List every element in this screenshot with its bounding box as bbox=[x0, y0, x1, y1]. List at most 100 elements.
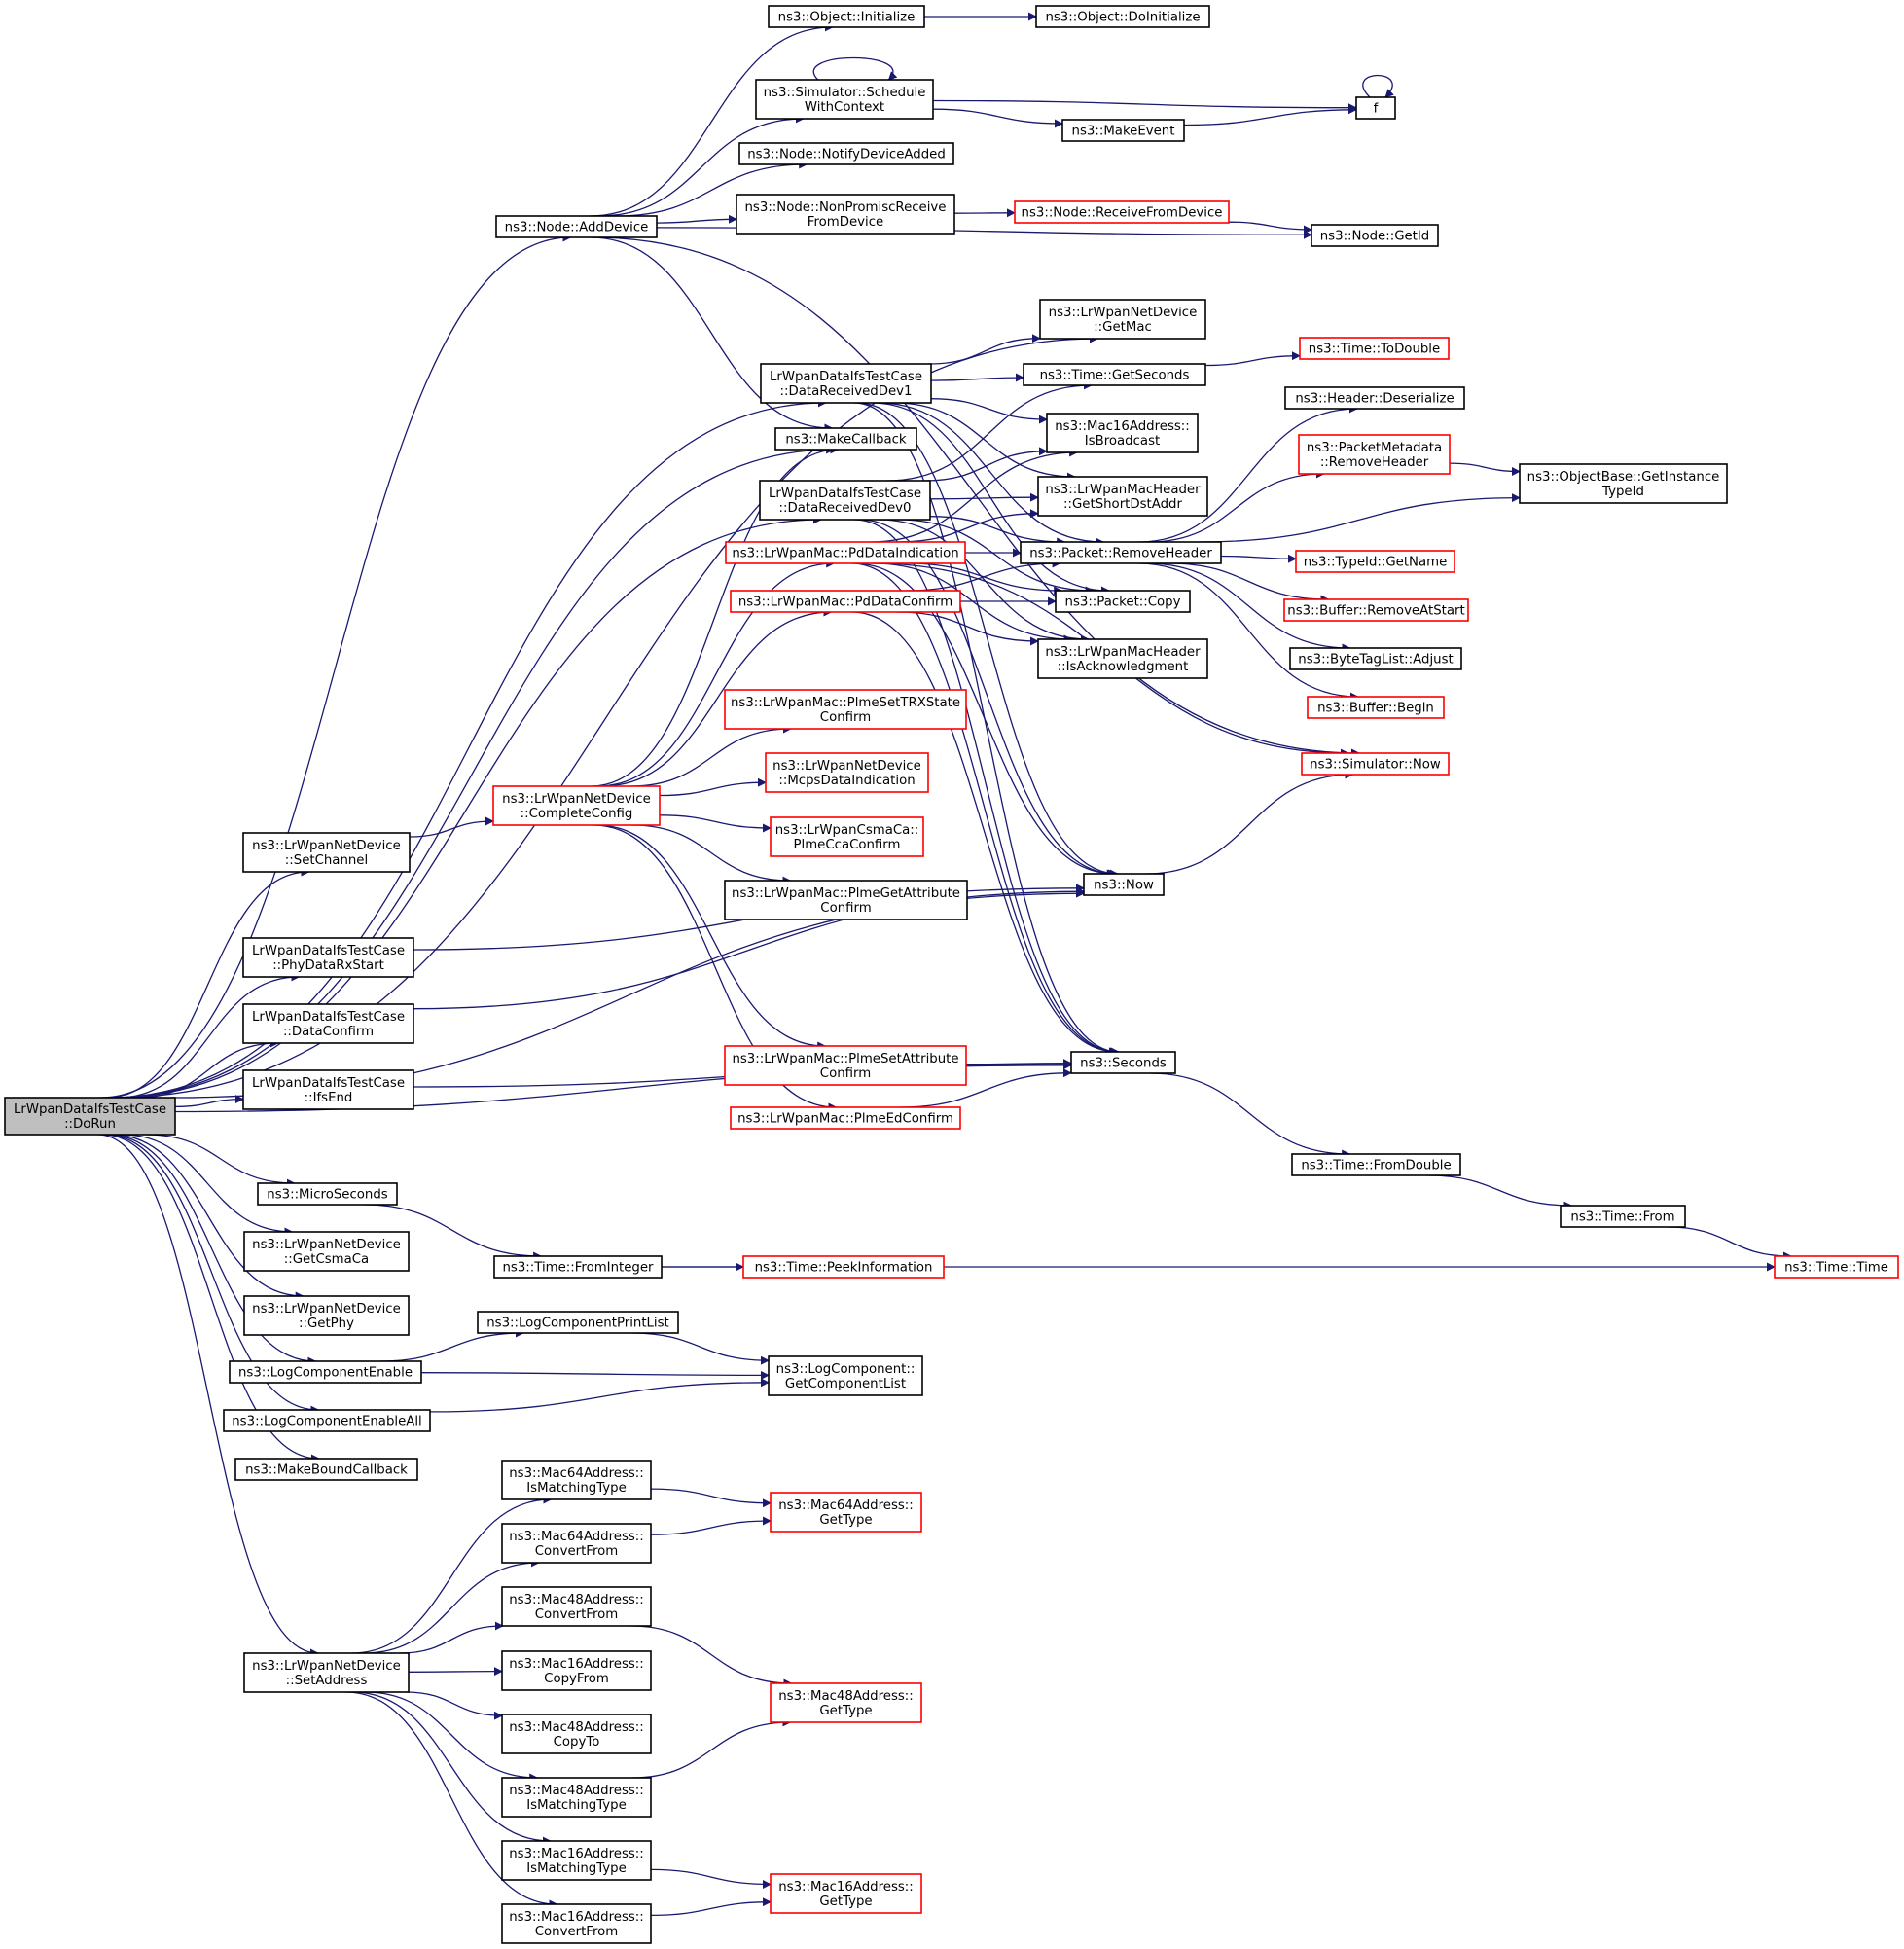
node-box-m64GetType[interactable] bbox=[770, 1492, 922, 1533]
node-box-logPrintList[interactable] bbox=[477, 1311, 679, 1334]
node-csmaCca[interactable]: ns3::LrWpanCsmaCa::PlmeCcaConfirm bbox=[770, 816, 924, 857]
node-box-makeCallback[interactable] bbox=[774, 427, 917, 451]
node-box-copy[interactable] bbox=[1055, 590, 1191, 613]
node-timeFrom[interactable]: ns3::Time::From bbox=[1560, 1205, 1686, 1228]
node-box-ifsEnd[interactable] bbox=[242, 1069, 414, 1110]
node-setAddress[interactable]: ns3::LrWpanNetDevice::SetAddress bbox=[243, 1652, 410, 1693]
node-makeCallback[interactable]: ns3::MakeCallback bbox=[774, 427, 917, 451]
node-box-mcpsInd[interactable] bbox=[765, 752, 929, 793]
node-fromInt[interactable]: ns3::Time::FromInteger bbox=[493, 1255, 663, 1279]
node-m16GetType[interactable]: ns3::Mac16Address::GetType bbox=[770, 1873, 922, 1914]
node-getId[interactable]: ns3::Node::GetId bbox=[1311, 224, 1439, 247]
node-box-getCsma[interactable] bbox=[243, 1231, 410, 1272]
node-box-logEnable[interactable] bbox=[229, 1360, 422, 1384]
node-box-getId[interactable] bbox=[1311, 224, 1439, 247]
node-box-makeEvent[interactable] bbox=[1061, 119, 1185, 142]
node-bufBegin[interactable]: ns3::Buffer::Begin bbox=[1307, 696, 1445, 719]
node-makeBound[interactable]: ns3::MakeBoundCallback bbox=[234, 1458, 418, 1481]
node-box-dataConfirm[interactable] bbox=[242, 1003, 414, 1044]
node-m48Convert[interactable]: ns3::Mac48Address::ConvertFrom bbox=[501, 1586, 652, 1627]
node-box-addDevice[interactable] bbox=[495, 215, 658, 238]
node-box-logEnableAll[interactable] bbox=[223, 1409, 431, 1432]
node-box-m48GetType[interactable] bbox=[770, 1682, 922, 1723]
node-copy[interactable]: ns3::Packet::Copy bbox=[1055, 590, 1191, 613]
node-box-removeHeader[interactable] bbox=[1020, 541, 1222, 564]
node-box-f[interactable] bbox=[1355, 96, 1396, 120]
node-box-typeIdName[interactable] bbox=[1295, 550, 1455, 573]
node-box-m16IsMatch[interactable] bbox=[501, 1840, 652, 1881]
node-box-pdDataInd[interactable] bbox=[725, 541, 966, 564]
node-box-plmeGetAttr[interactable] bbox=[724, 880, 968, 920]
node-box-setChannel[interactable] bbox=[242, 832, 411, 873]
node-box-getPhy[interactable] bbox=[243, 1295, 410, 1336]
node-logPrintList[interactable]: ns3::LogComponentPrintList bbox=[477, 1311, 679, 1334]
node-hdrDeser[interactable]: ns3::Header::Deserialize bbox=[1284, 386, 1465, 410]
node-box-objInit[interactable] bbox=[768, 5, 925, 28]
node-box-m48Convert[interactable] bbox=[501, 1586, 652, 1627]
node-m16CopyFrom[interactable]: ns3::Mac16Address::CopyFrom bbox=[501, 1650, 652, 1691]
node-objDoInit[interactable]: ns3::Object::DoInitialize bbox=[1035, 5, 1210, 28]
node-getCsma[interactable]: ns3::LrWpanNetDevice::GetCsmaCa bbox=[243, 1231, 410, 1272]
node-m64GetType[interactable]: ns3::Mac64Address::GetType bbox=[770, 1492, 922, 1533]
node-box-fromDouble[interactable] bbox=[1291, 1153, 1461, 1176]
node-box-schedCtx[interactable] bbox=[755, 79, 934, 120]
node-phyRx[interactable]: LrWpanDataIfsTestCase::PhyDataRxStart bbox=[242, 937, 414, 978]
node-box-setAddress[interactable] bbox=[243, 1652, 410, 1693]
node-box-plmeSetTRX[interactable] bbox=[724, 689, 967, 730]
node-box-seconds[interactable] bbox=[1070, 1051, 1176, 1074]
node-objInit[interactable]: ns3::Object::Initialize bbox=[768, 5, 925, 28]
node-box-notifyDev[interactable] bbox=[738, 142, 954, 165]
node-dataConfirm[interactable]: LrWpanDataIfsTestCase::DataConfirm bbox=[242, 1003, 414, 1044]
node-timeTime[interactable]: ns3::Time::Time bbox=[1774, 1255, 1899, 1279]
node-box-m48CopyTo[interactable] bbox=[501, 1714, 652, 1754]
node-seconds[interactable]: ns3::Seconds bbox=[1070, 1051, 1176, 1074]
node-simNow[interactable]: ns3::Simulator::Now bbox=[1301, 752, 1450, 776]
node-box-now[interactable] bbox=[1083, 873, 1165, 896]
node-box-plmeEd[interactable] bbox=[730, 1106, 961, 1130]
node-box-microSec[interactable] bbox=[257, 1182, 398, 1206]
node-box-dataRecv1[interactable] bbox=[760, 363, 932, 404]
node-ifsEnd[interactable]: LrWpanDataIfsTestCase::IfsEnd bbox=[242, 1069, 414, 1110]
node-m48CopyTo[interactable]: ns3::Mac48Address::CopyTo bbox=[501, 1714, 652, 1754]
node-root[interactable]: LrWpanDataIfsTestCase::DoRun bbox=[4, 1097, 176, 1136]
node-isBroadcast[interactable]: ns3::Mac16Address::IsBroadcast bbox=[1046, 413, 1199, 453]
node-plmeEd[interactable]: ns3::LrWpanMac::PlmeEdConfirm bbox=[730, 1106, 961, 1130]
node-setChannel[interactable]: ns3::LrWpanNetDevice::SetChannel bbox=[242, 832, 411, 873]
node-m16Convert[interactable]: ns3::Mac16Address::ConvertFrom bbox=[501, 1903, 652, 1944]
node-box-simNow[interactable] bbox=[1301, 752, 1450, 776]
node-box-m16GetType[interactable] bbox=[770, 1873, 922, 1914]
node-logCompList[interactable]: ns3::LogComponent::GetComponentList bbox=[768, 1355, 923, 1396]
node-pdDataInd[interactable]: ns3::LrWpanMac::PdDataIndication bbox=[725, 541, 966, 564]
node-box-bufBegin[interactable] bbox=[1307, 696, 1445, 719]
node-box-m16CopyFrom[interactable] bbox=[501, 1650, 652, 1691]
node-box-m16Convert[interactable] bbox=[501, 1903, 652, 1944]
node-dataRecv0[interactable]: LrWpanDataIfsTestCase::DataReceivedDev0 bbox=[759, 480, 931, 521]
node-isAck[interactable]: ns3::LrWpanMacHeader::IsAcknowledgment bbox=[1037, 638, 1208, 679]
node-box-m64IsMatch[interactable] bbox=[501, 1460, 652, 1500]
node-box-bufRemove[interactable] bbox=[1283, 598, 1469, 622]
node-bufRemove[interactable]: ns3::Buffer::RemoveAtStart bbox=[1283, 598, 1469, 622]
node-box-isBroadcast[interactable] bbox=[1046, 413, 1199, 453]
node-removeHeader[interactable]: ns3::Packet::RemoveHeader bbox=[1020, 541, 1222, 564]
node-box-pdDataConf[interactable] bbox=[730, 590, 961, 613]
node-now[interactable]: ns3::Now bbox=[1083, 873, 1165, 896]
node-box-getSeconds[interactable] bbox=[1023, 363, 1206, 386]
node-toDouble[interactable]: ns3::Time::ToDouble bbox=[1299, 337, 1450, 360]
node-getSeconds[interactable]: ns3::Time::GetSeconds bbox=[1023, 363, 1206, 386]
node-pmRemove[interactable]: ns3::PacketMetadata::RemoveHeader bbox=[1298, 434, 1451, 475]
node-dataRecv1[interactable]: LrWpanDataIfsTestCase::DataReceivedDev1 bbox=[760, 363, 932, 404]
node-box-pmRemove[interactable] bbox=[1298, 434, 1451, 475]
node-logEnableAll[interactable]: ns3::LogComponentEnableAll bbox=[223, 1409, 431, 1432]
node-pdDataConf[interactable]: ns3::LrWpanMac::PdDataConfirm bbox=[730, 590, 961, 613]
node-box-plmeSetAttr[interactable] bbox=[724, 1045, 967, 1086]
node-addDevice[interactable]: ns3::Node::AddDevice bbox=[495, 215, 658, 238]
node-box-phyRx[interactable] bbox=[242, 937, 414, 978]
node-f[interactable]: f bbox=[1355, 96, 1396, 120]
node-m48GetType[interactable]: ns3::Mac48Address::GetType bbox=[770, 1682, 922, 1723]
node-box-makeBound[interactable] bbox=[234, 1458, 418, 1481]
